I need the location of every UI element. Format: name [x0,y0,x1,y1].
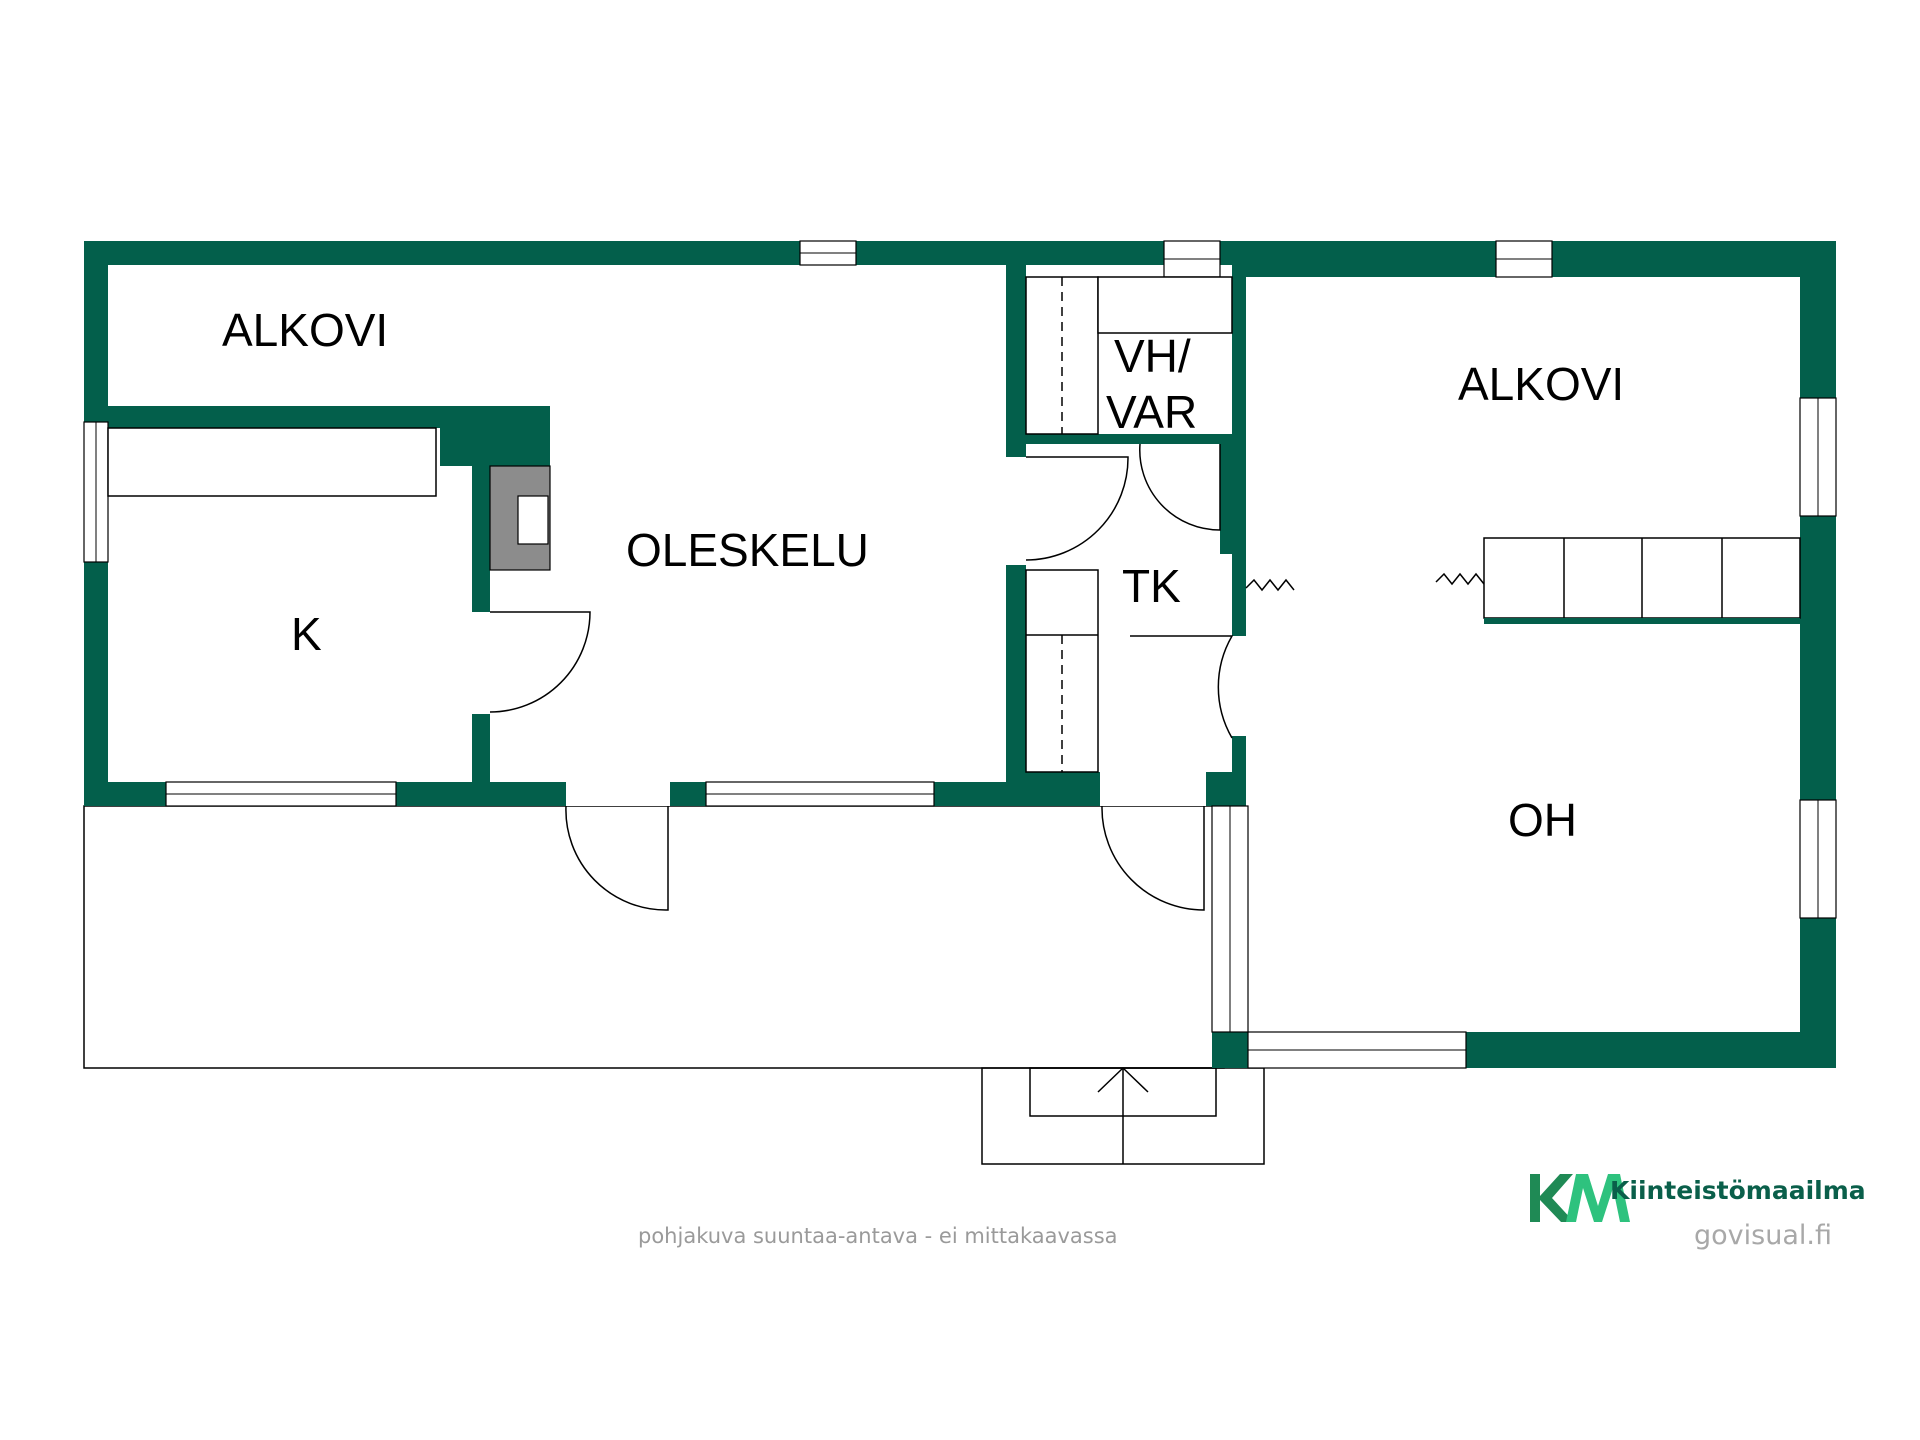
room-label-vh-var-2: VAR [1106,386,1197,438]
credit-text: govisual.fi [1694,1220,1832,1251]
room-label-alkovi-right: ALKOVI [1458,358,1624,410]
door-openings [566,772,1206,806]
doors [489,443,1234,911]
windows [83,240,1837,1069]
room-label-tk: TK [1122,560,1181,612]
brand-logo: Kiinteistömaailma [1530,1174,1866,1222]
room-label-alkovi-left: ALKOVI [222,304,388,356]
brand-name: Kiinteistömaailma [1610,1176,1866,1205]
room-label-kitchen: K [291,608,322,660]
room-label-oleskelu: OLESKELU [626,524,869,576]
km-logo-icon [1530,1174,1630,1222]
curtain-icon [1245,578,1295,592]
entry-arrow-icon [1097,1066,1149,1093]
bedroom-wardrobe [1483,537,1801,624]
room-label-oh: OH [1508,794,1577,846]
terrace [83,805,1225,1069]
curtain-icon [1435,572,1485,586]
fireplace-icon [489,465,551,571]
wardrobes [1025,276,1233,773]
entrance-steps [981,1066,1265,1165]
room-label-vh-var-1: VH/ [1114,330,1191,382]
disclaimer-text: pohjakuva suuntaa-antava - ei mittakaava… [638,1224,1118,1248]
kitchen-counter [107,427,437,497]
